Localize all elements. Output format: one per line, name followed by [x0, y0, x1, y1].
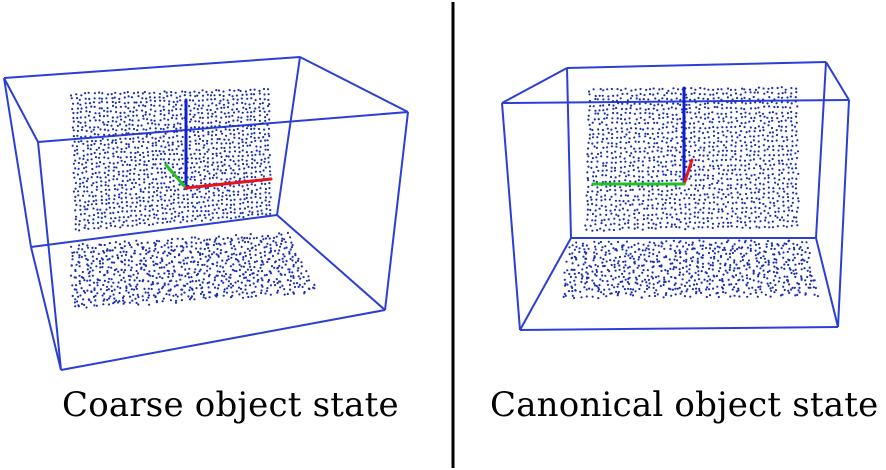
coarse-bottom-point-cloud — [69, 231, 316, 309]
coarse-state-caption: Coarse object state — [62, 385, 399, 425]
coarse-y-axis — [164, 163, 188, 190]
canonical-state-panel — [501, 61, 850, 331]
coarse-x-axis — [184, 177, 273, 190]
canonical-bottom-point-cloud — [562, 239, 820, 300]
canonical-x-axis — [682, 158, 694, 186]
canonical-bounding-box — [501, 61, 850, 331]
canonical-state-caption: Canonical object state — [490, 385, 879, 425]
coarse-back-point-cloud — [69, 87, 272, 232]
canonical-back-point-cloud — [584, 86, 800, 232]
coarse-bounding-box — [3, 56, 409, 371]
canonical-pose-axes — [591, 86, 694, 186]
coarse-pose-axes — [164, 98, 273, 190]
coarse-state-panel — [3, 56, 409, 371]
